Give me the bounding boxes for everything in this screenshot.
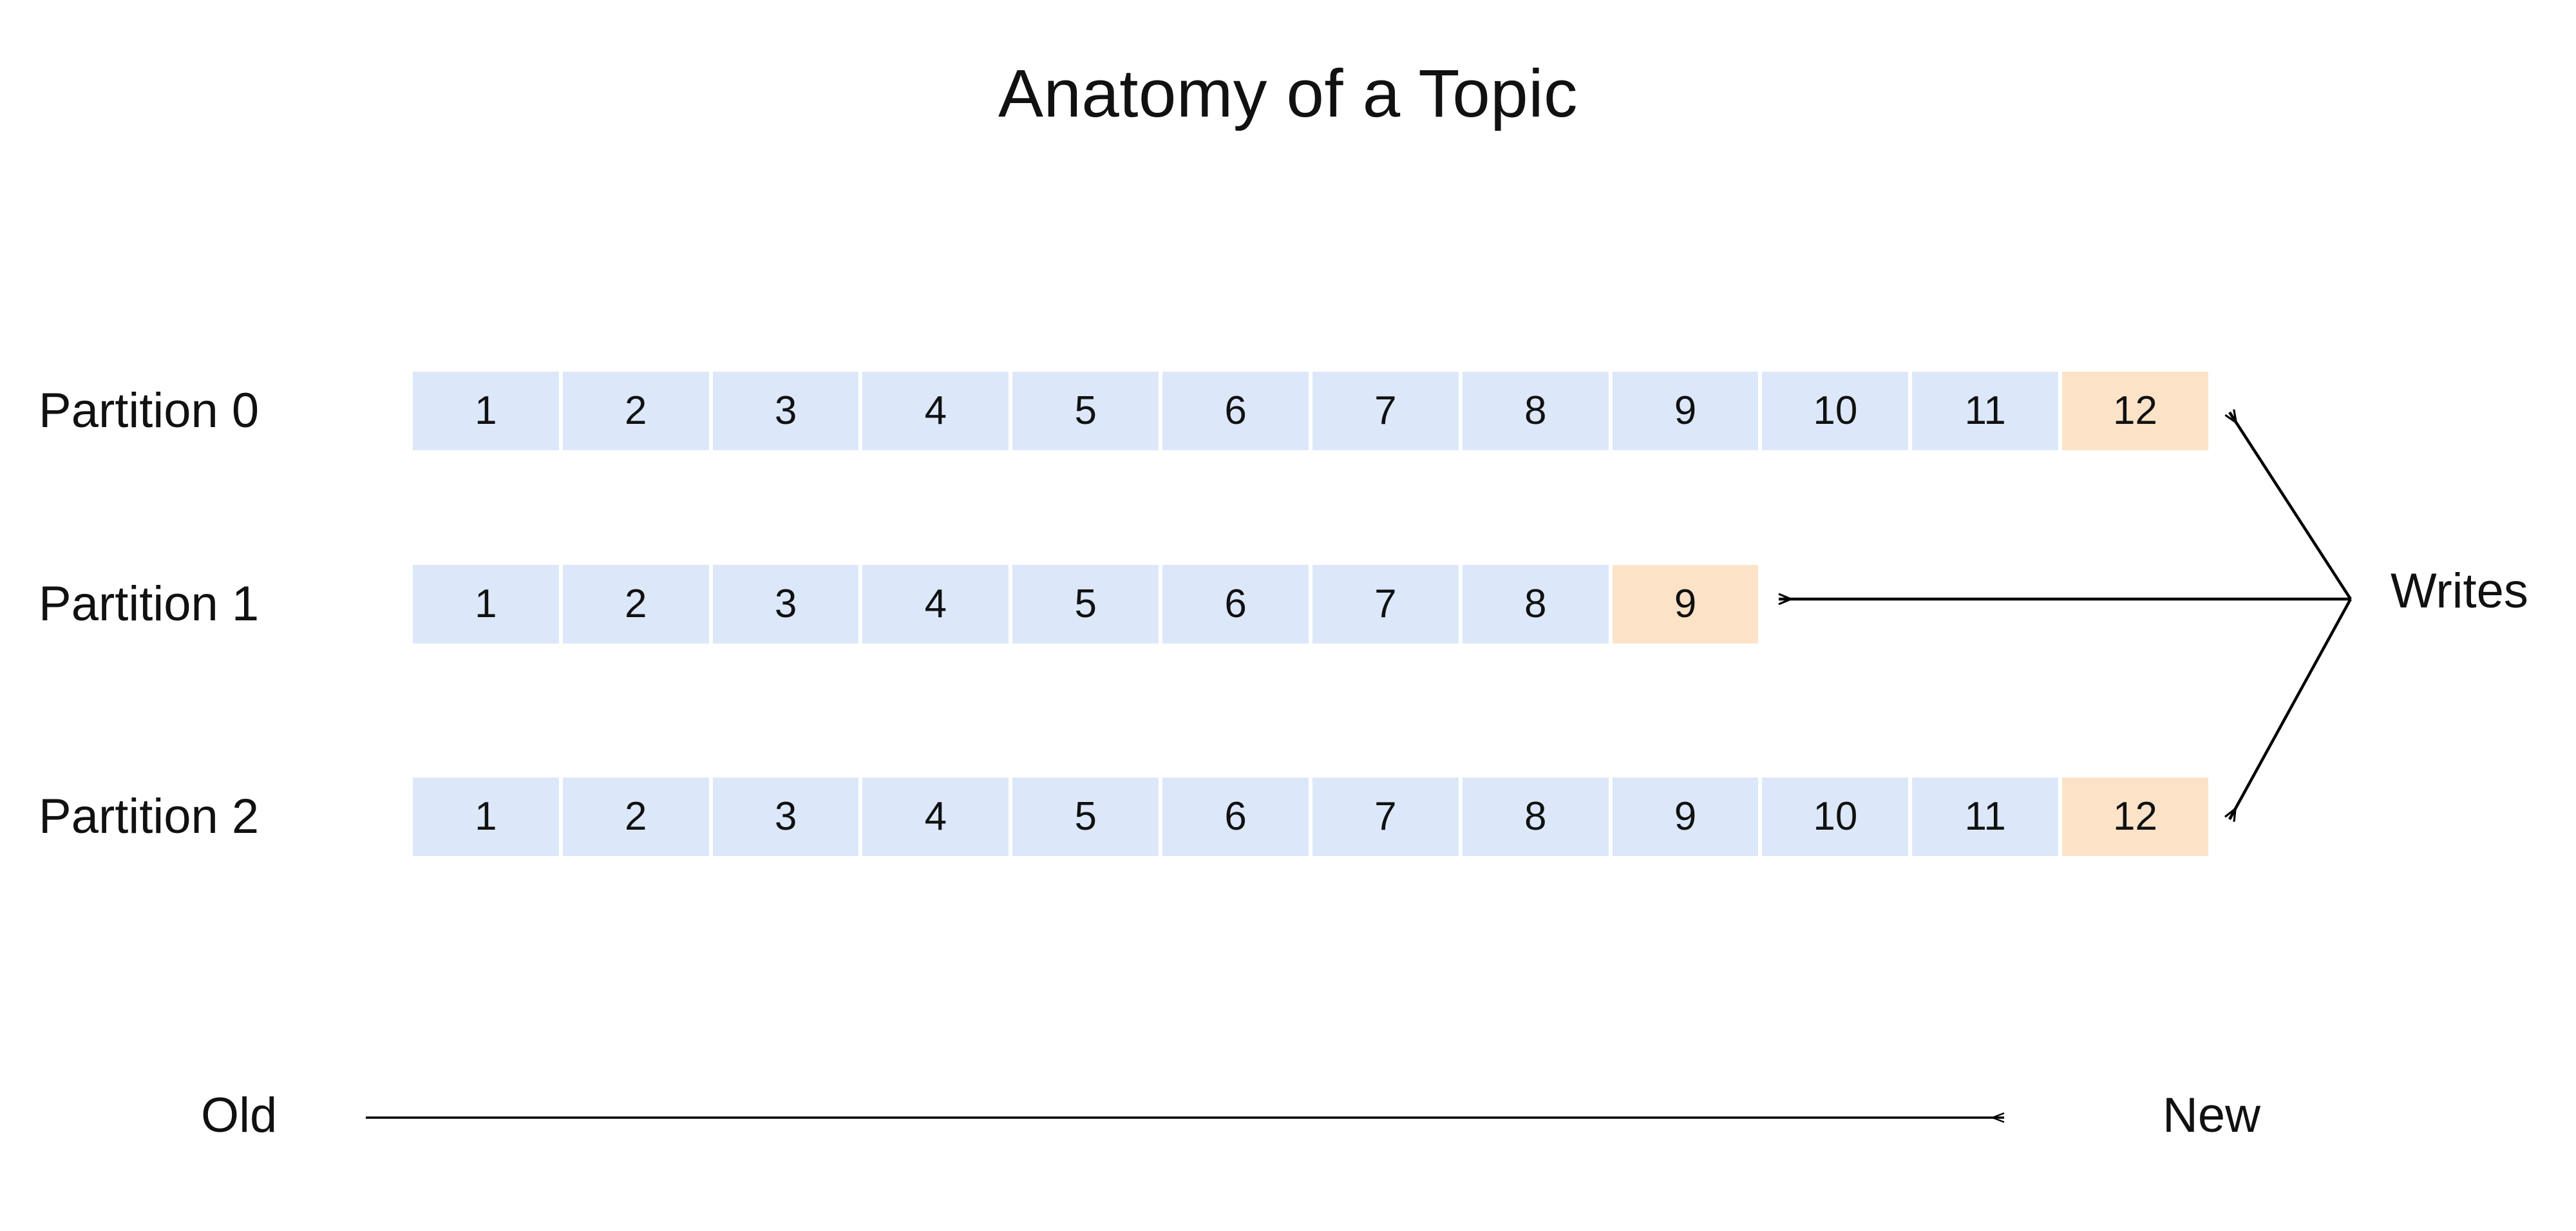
segment-cell: 8 <box>1462 565 1609 644</box>
segment-cell: 8 <box>1462 372 1609 450</box>
segment-cell: 7 <box>1312 372 1459 450</box>
segment-cell: 10 <box>1762 372 1909 450</box>
page-title: Anatomy of a Topic <box>998 56 1578 131</box>
segment-cell: 5 <box>1012 778 1159 856</box>
time-axis-old-label: Old <box>201 1088 278 1143</box>
segment-cell: 9 <box>1612 778 1759 856</box>
segment-cell: 11 <box>1912 372 2059 450</box>
segment-cell: 6 <box>1162 372 1309 450</box>
segment-cell: 10 <box>1762 778 1909 856</box>
writes-arrow-to-partition-0 <box>2230 412 2352 600</box>
segment-cell: 6 <box>1162 778 1309 856</box>
segment-cell: 5 <box>1012 565 1159 644</box>
segment-cell: 2 <box>562 372 709 450</box>
segment-cell: 1 <box>413 372 559 450</box>
segment-cell: 6 <box>1162 565 1309 644</box>
segment-cell: 4 <box>862 778 1009 856</box>
segment-cell: 4 <box>862 565 1009 644</box>
partition-label-0: Partition 0 <box>39 383 260 438</box>
segment-cell: 7 <box>1312 778 1459 856</box>
segment-cell: 5 <box>1012 372 1159 450</box>
segment-cell: 2 <box>562 565 709 644</box>
segment-cell: 11 <box>1912 778 2059 856</box>
segment-cell: 7 <box>1312 565 1459 644</box>
segment-cell-latest: 12 <box>2062 372 2208 450</box>
segment-cell: 4 <box>862 372 1009 450</box>
segment-cell: 3 <box>712 372 859 450</box>
writes-arrow-to-partition-2 <box>2230 598 2352 819</box>
partition-label-1: Partition 1 <box>39 577 260 631</box>
time-axis-new-label: New <box>2163 1088 2261 1143</box>
partition-label-2: Partition 2 <box>39 789 260 844</box>
segment-cell: 1 <box>413 778 559 856</box>
segment-cell: 1 <box>413 565 559 644</box>
segment-cell: 3 <box>712 778 859 856</box>
segment-cell: 8 <box>1462 778 1609 856</box>
segment-cell: 2 <box>562 778 709 856</box>
segment-cell: 9 <box>1612 372 1759 450</box>
segment-cell: 3 <box>712 565 859 644</box>
segment-cell-latest: 9 <box>1612 565 1759 644</box>
writes-label: Writes <box>2391 564 2528 618</box>
segment-cell-latest: 12 <box>2062 778 2208 856</box>
